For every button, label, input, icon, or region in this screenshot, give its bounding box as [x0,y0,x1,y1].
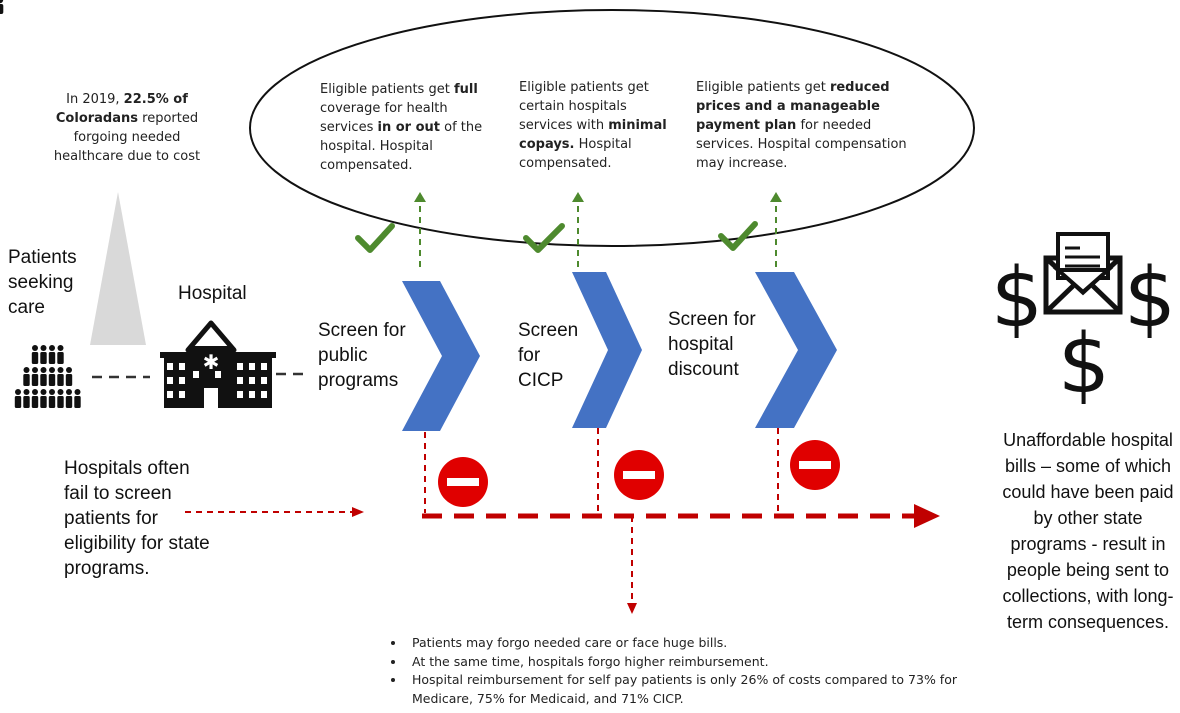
person-body [31,396,39,408]
person-head [40,367,47,373]
hospital-window [237,363,243,370]
person-head [32,367,38,373]
svg-text:$: $ [1058,317,1110,412]
person-head [57,345,64,351]
person-head [32,345,38,351]
screen-label-3: Screen for hospital discount [668,309,756,380]
check-icon [355,221,758,253]
person-body [57,396,64,408]
person-head [49,389,55,395]
patients-label: Patients seeking care [8,247,77,318]
people-icon-grid [14,345,81,408]
person-body [65,396,73,408]
person-body [31,374,39,386]
person-body [74,396,81,408]
person-head [66,389,72,395]
hospital-window [167,363,173,370]
funnel-triangle [90,192,146,345]
dollar-icon: $ $ $ [991,251,1176,412]
consequence-text: Unaffordable hospital bills – some of wh… [1002,430,1174,632]
person-head [32,389,38,395]
hospital-icon: ✱ [160,320,276,408]
svg-text:$: $ [991,251,1043,346]
person-head [57,389,64,395]
person-body [23,396,30,408]
person-body [57,352,64,364]
people-icon [0,0,4,14]
outcomes-ellipse [249,9,975,247]
outcome-1: Eligible patients get full coverage for … [320,82,483,173]
hospital-window [249,377,255,384]
person-body [40,396,47,408]
outcome-2: Eligible patients get certain hospitals … [519,80,667,171]
hospital-window [167,391,173,398]
svg-text:✱: ✱ [203,350,220,374]
outcome-3: Eligible patients get reduced prices and… [696,80,907,171]
hospital-window [179,377,185,384]
note-item: Patients may forgo needed care or face h… [406,634,964,653]
person-body [23,374,30,386]
screen-chevron-2 [572,272,642,428]
person-body [31,352,39,364]
person-head [57,367,64,373]
bill-envelope-icon [1043,232,1123,315]
person-head [49,345,55,351]
failure-text: Hospitals often fail to screen patients … [64,458,210,579]
hospital-window [237,377,243,384]
person-head [23,367,30,373]
hospital-window [237,391,243,398]
hospital-window [261,377,267,384]
hospital-window [249,363,255,370]
no-entry-icon [438,440,840,507]
hospital-window [167,377,173,384]
person-body [48,352,56,364]
stat-bold: 22.5% of Coloradans [55,92,188,126]
stat-post: reported forgoing needed healthcare due … [53,111,201,164]
note-item: Hospital reimbursement for self pay pati… [406,671,964,708]
person-body [48,374,56,386]
person-body [48,396,56,408]
person-head [49,367,55,373]
hospital-window [193,371,199,378]
person-head [15,389,21,395]
screen-chevron-1 [402,281,480,431]
hospital-window [261,363,267,370]
person-body [40,352,47,364]
screen-chevron-3 [755,272,837,428]
person-head [74,389,81,395]
hospital-window [261,391,267,398]
note-item: At the same time, hospitals forgo higher… [406,653,964,672]
screen-label-1: Screen for public programs [318,320,406,391]
person-head [40,345,47,351]
person-body [40,374,47,386]
person-body [65,374,73,386]
hospital-label: Hospital [178,283,247,304]
hospital-window [179,363,185,370]
screen-label-2: Screen for CICP [518,320,579,391]
person-body [14,396,22,408]
hospital-window [215,371,221,378]
notes-list: Patients may forgo needed care or face h… [384,634,964,708]
person-body [57,374,64,386]
stat-pre: In 2019, [66,92,124,107]
hospital-window [249,391,255,398]
person-head [23,389,30,395]
person-head [66,367,72,373]
hospital-window [179,391,185,398]
svg-text:$: $ [1124,251,1176,346]
stat-callout: In 2019, 22.5% of Coloradans reported fo… [42,90,212,166]
person-head [40,389,47,395]
